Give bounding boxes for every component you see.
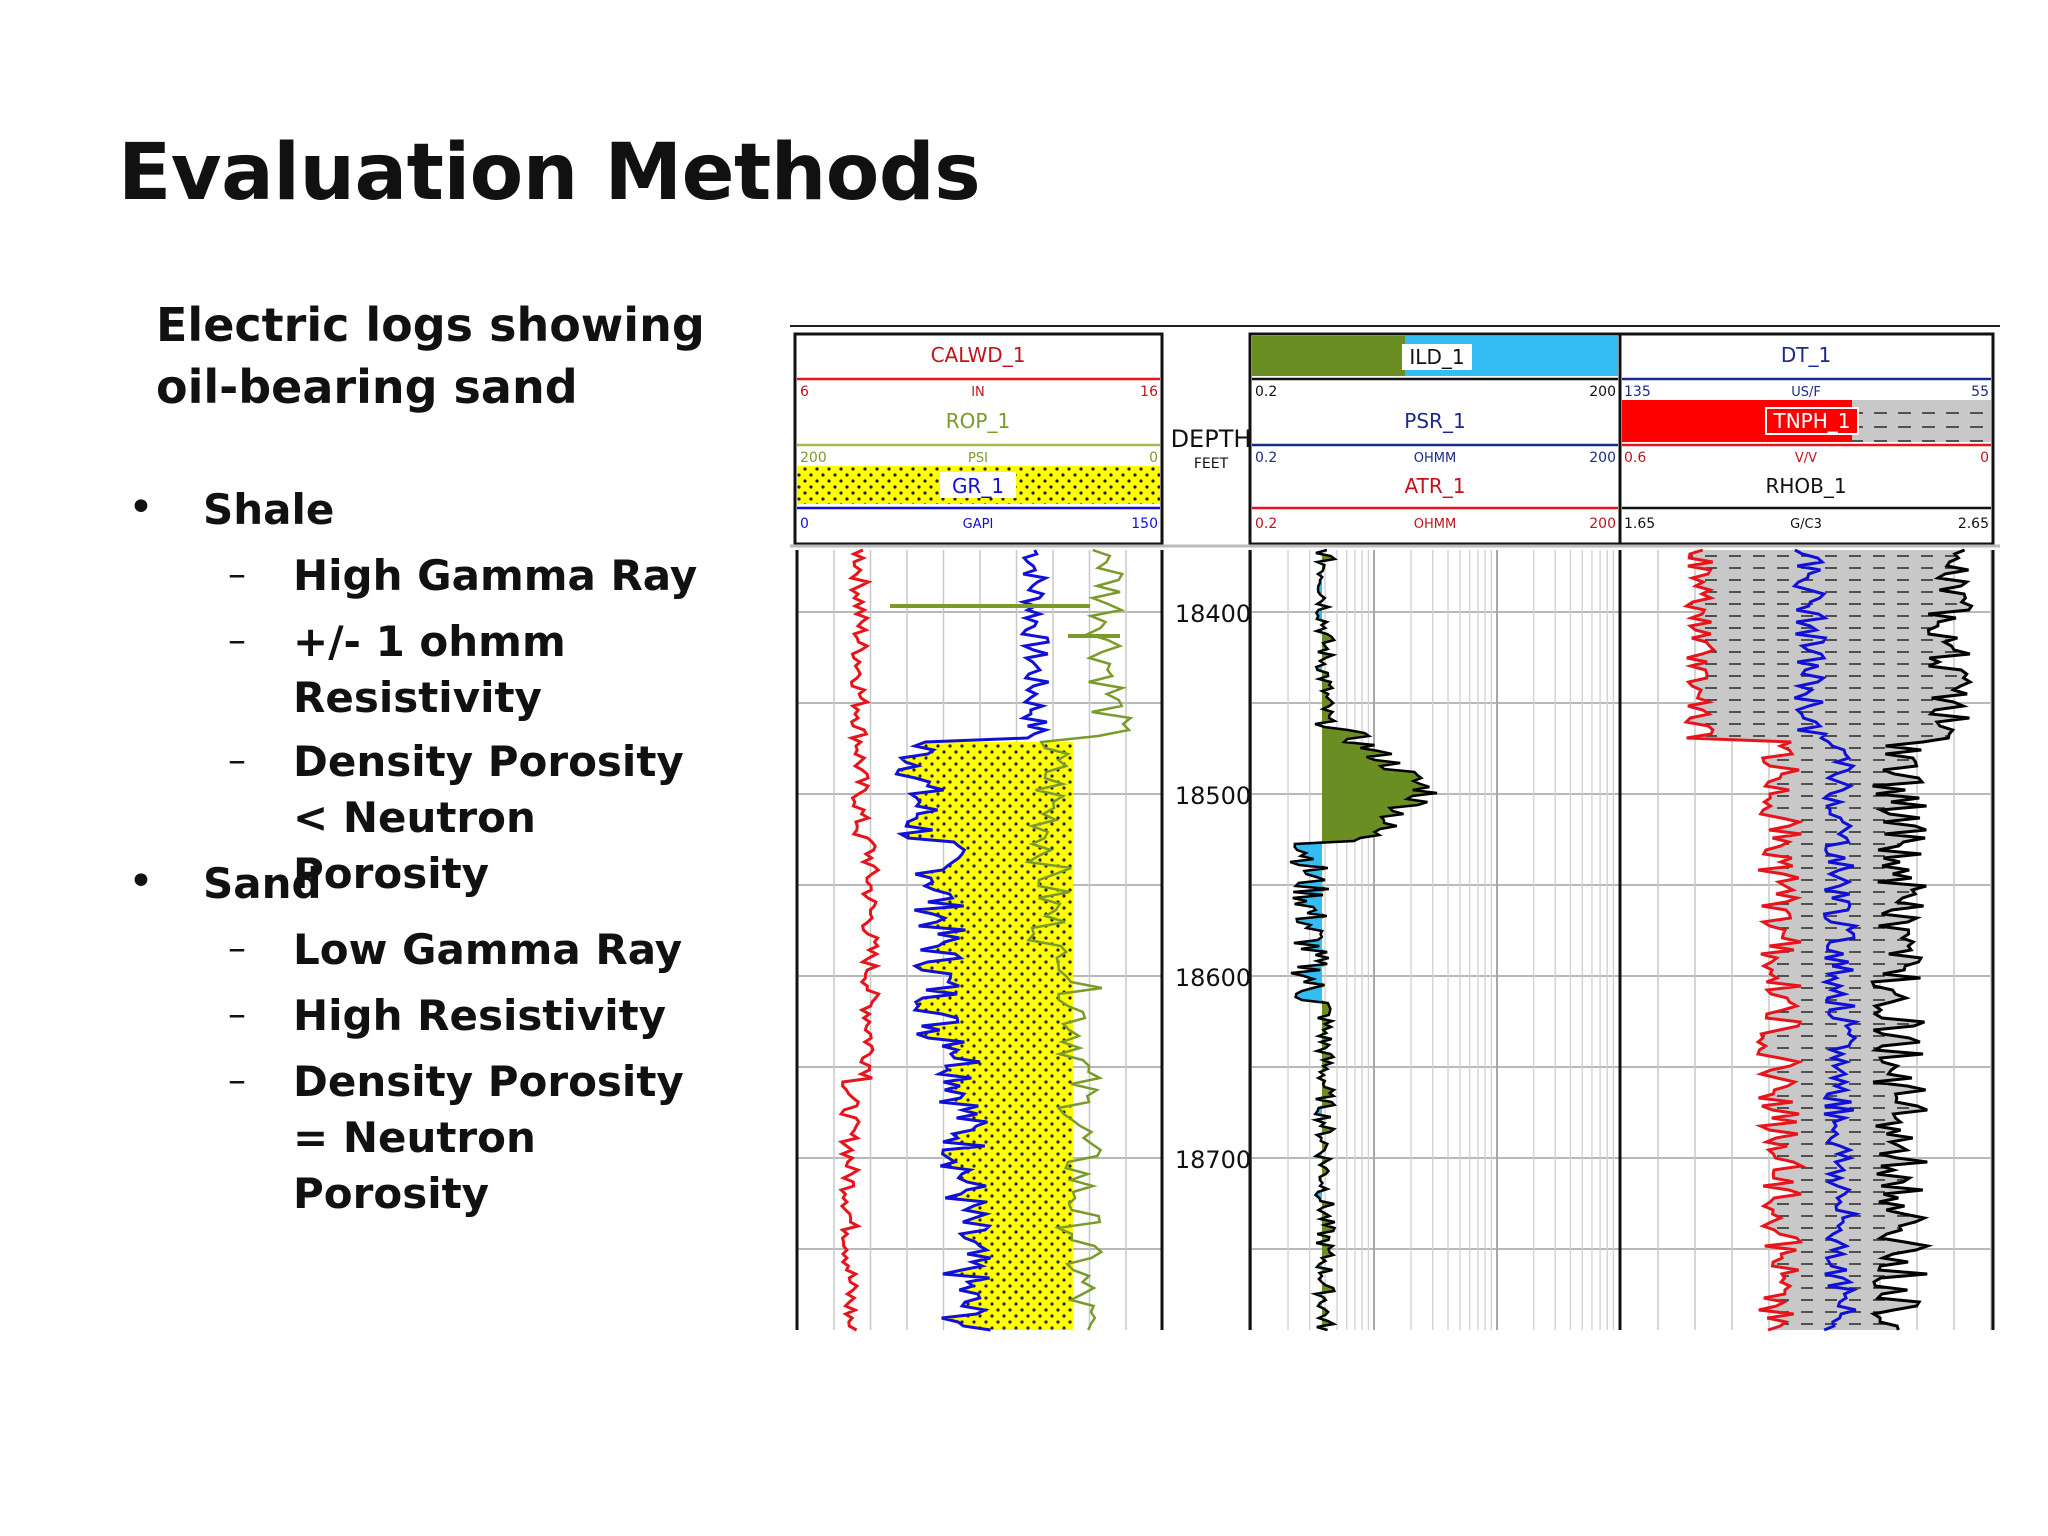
- atr-unit: OHMM: [1414, 517, 1456, 532]
- tnph-max: 0: [1980, 450, 1989, 466]
- tnph-label-box: [1765, 407, 1859, 435]
- psr-name: PSR_1: [1404, 409, 1465, 433]
- rop-name: ROP_1: [946, 409, 1010, 433]
- log-grid: [798, 550, 1992, 1330]
- sub-dash: –: [228, 620, 246, 661]
- tnph-curve: [1682, 548, 1807, 1332]
- sub-dash: –: [228, 1060, 246, 1101]
- dt-min: 135: [1624, 384, 1651, 400]
- atr-min: 0.2: [1255, 516, 1277, 532]
- slide-subtitle: Electric logs showing oil-bearing sand: [156, 298, 705, 414]
- sub-dash: –: [228, 994, 246, 1035]
- sub-dash: –: [228, 554, 246, 595]
- ild-header-fill-left: [1252, 336, 1405, 376]
- atr-max: 200: [1589, 516, 1616, 532]
- rhob-min: 1.65: [1624, 516, 1655, 532]
- bullet-dot: •: [128, 856, 154, 907]
- calwd-max: 16: [1140, 384, 1158, 400]
- calwd-name: CALWD_1: [931, 343, 1026, 367]
- rop-curve: [1024, 548, 1134, 1331]
- rop-max: 0: [1149, 450, 1158, 466]
- bullet-sand: Sand: [203, 859, 322, 908]
- gr-sand-fill: [896, 742, 1073, 1330]
- rhob-max: 2.65: [1958, 516, 1989, 532]
- tnph-min: 0.6: [1624, 450, 1646, 466]
- rhob-name: RHOB_1: [1765, 474, 1846, 498]
- gr-name: GR_1: [952, 474, 1004, 498]
- bullet-dot: •: [128, 482, 154, 533]
- sub-bullet: Density Porosity < Neutron Porosity: [293, 737, 684, 898]
- gr-min: 0: [800, 516, 809, 532]
- log-header: CALWD_1 6 IN 16 ROP_1 200 PSI 0 GR_1 0 G…: [790, 332, 2000, 548]
- depth-label-18400: 18400: [1175, 600, 1251, 628]
- resistivity-curve: [1289, 548, 1438, 1332]
- slide-title: Evaluation Methods: [118, 128, 981, 218]
- sub-bullet: High Gamma Ray: [293, 551, 698, 600]
- sub-bullet: +/- 1 ohmm Resistivity: [293, 617, 566, 722]
- depth-unit: FEET: [1194, 456, 1229, 472]
- dt-name: DT_1: [1781, 343, 1831, 367]
- dt-unit: US/F: [1791, 385, 1821, 400]
- log-curves: [837, 548, 1974, 1332]
- sub-dash: –: [228, 928, 246, 969]
- sub-dash: –: [228, 740, 246, 781]
- atr-name: ATR_1: [1405, 474, 1466, 498]
- gr-unit: GAPI: [963, 517, 994, 532]
- depth-label-18600: 18600: [1175, 964, 1251, 992]
- rop-unit: PSI: [968, 451, 988, 466]
- sub-bullet: High Resistivity: [293, 991, 667, 1040]
- caliper-curve: [837, 548, 882, 1332]
- dt-curve: [1791, 548, 1862, 1332]
- ild-max: 200: [1589, 384, 1616, 400]
- rhob-unit: G/C3: [1790, 517, 1822, 532]
- gr-max: 150: [1131, 516, 1158, 532]
- tnph-header-pattern: [1852, 400, 1991, 442]
- ild-name: ILD_1: [1409, 345, 1464, 369]
- dt-max: 55: [1971, 384, 1989, 400]
- rop-min: 200: [800, 450, 827, 466]
- ild-min: 0.2: [1255, 384, 1277, 400]
- bullet-shale: Shale: [203, 485, 335, 534]
- gr-label-box: [940, 472, 1016, 498]
- depth-header: DEPTH: [1171, 425, 1252, 453]
- well-log-figure: CALWD_1 6 IN 16 ROP_1 200 PSI 0 GR_1 0 G…: [790, 322, 2000, 1332]
- depth-label-18700: 18700: [1175, 1146, 1251, 1174]
- psr-max: 200: [1589, 450, 1616, 466]
- depth-labels: 18400 18500 18600 18700: [1175, 600, 1251, 1174]
- calwd-unit: IN: [971, 385, 985, 400]
- track-borders: [795, 550, 1995, 1330]
- tnph-unit: V/V: [1795, 451, 1817, 466]
- rhob-curve: [1869, 548, 1974, 1331]
- sub-bullet: Low Gamma Ray: [293, 925, 683, 974]
- calwd-min: 6: [800, 384, 809, 400]
- sub-bullet: Density Porosity = Neutron Porosity: [293, 1057, 684, 1218]
- tnph-name: TNPH_1: [1772, 409, 1850, 433]
- depth-label-18500: 18500: [1175, 782, 1251, 810]
- psr-min: 0.2: [1255, 450, 1277, 466]
- resistivity-high-fill: [1322, 550, 1437, 1330]
- ild-label-box: [1402, 344, 1472, 370]
- density-neutron-fill: [1686, 550, 1972, 1330]
- psr-unit: OHMM: [1414, 451, 1456, 466]
- gr-curve: [894, 549, 1052, 1332]
